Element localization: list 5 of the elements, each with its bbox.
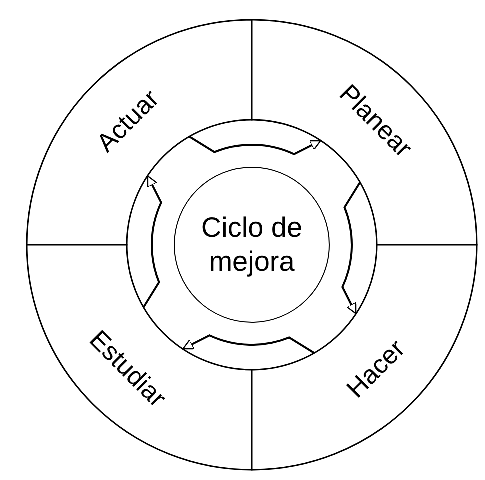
curved-arrow	[342, 182, 362, 314]
center-label: Ciclo de mejora	[200, 211, 304, 279]
curved-arrow	[188, 136, 322, 156]
curved-arrow	[182, 334, 316, 354]
curved-arrow	[142, 176, 162, 308]
